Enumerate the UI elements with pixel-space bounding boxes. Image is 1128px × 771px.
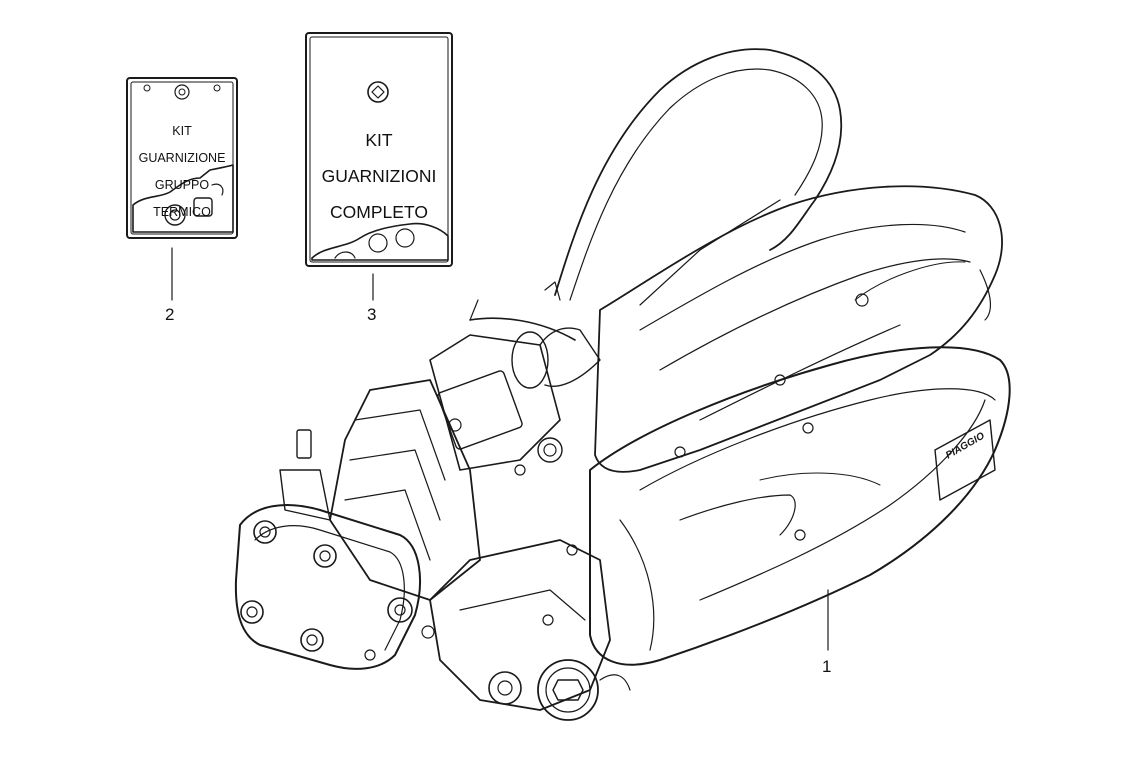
callout-3[interactable]: 3: [367, 305, 377, 324]
kit-small-line: KIT: [172, 123, 192, 138]
kit-large-label: KIT GUARNIZIONI COMPLETO: [306, 113, 452, 239]
kit-small-line: GUARNIZIONE: [138, 150, 226, 165]
callout-2[interactable]: 2: [165, 305, 175, 324]
kit-small-line: GRUPPO: [154, 177, 210, 192]
callout-1[interactable]: 1: [822, 657, 832, 676]
kit-large-line: GUARNIZIONI: [321, 166, 437, 186]
kit-small-line: TERMICO: [153, 204, 211, 219]
kit-gasket-thermal-group[interactable]: [126, 77, 238, 239]
kit-small-label: KIT GUARNIZIONE GRUPPO TERMICO: [128, 111, 236, 233]
kit-gasket-complete[interactable]: [305, 32, 453, 267]
kit-large-line: COMPLETO: [330, 202, 428, 222]
engine-assembly[interactable]: [234, 48, 1011, 721]
kit-large-line: KIT: [365, 130, 393, 150]
